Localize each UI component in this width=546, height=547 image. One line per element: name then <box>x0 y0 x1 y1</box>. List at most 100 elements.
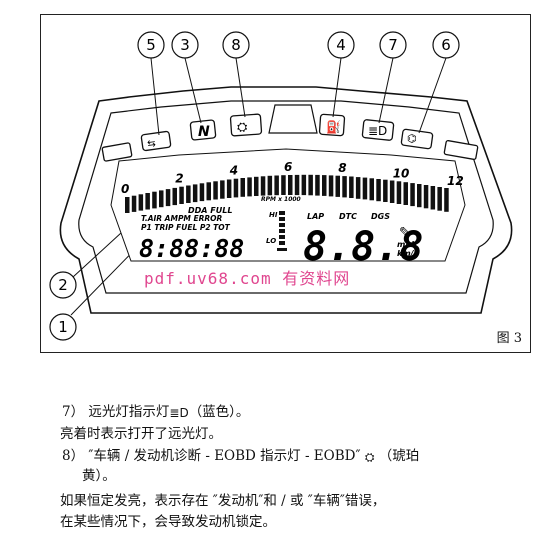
lcd-dda-full: DDA FULL <box>188 206 232 215</box>
item-8-prefix: 8） ″车辆 / 发动机诊断 - EOBD 指示灯 - EOBD″ <box>62 448 361 464</box>
item-7-prefix: 7） 远光灯指示灯 <box>62 404 170 420</box>
lcd-modes-row: T.AIR AMPM ERROR <box>141 214 223 223</box>
tach-segment <box>369 178 374 201</box>
rpm-label: RPM x 1000 <box>261 196 301 203</box>
item-8-suffix: （琥珀 <box>378 448 420 464</box>
item-8-line: 8） ″车辆 / 发动机诊断 - EOBD 指示灯 - EOBD″ ⛭ （琥珀 <box>62 446 419 467</box>
tach-segment <box>322 175 327 196</box>
gear-neutral-indicator: N <box>198 124 210 140</box>
lcd-panel <box>110 148 466 262</box>
item-7-line: 7） 远光灯指示灯≣D（蓝色）。 <box>62 402 249 423</box>
tach-segment <box>192 184 198 203</box>
tach-segment <box>267 175 273 196</box>
tach-segment <box>389 180 395 203</box>
lcd-lap: LAP <box>307 212 324 221</box>
tach-segment <box>396 181 402 204</box>
tach-segment <box>423 185 429 209</box>
lcd-dgs: DGS <box>371 212 390 221</box>
engine-check-icon: ⛭ <box>237 120 248 135</box>
temperature-bar <box>277 211 287 251</box>
callout-5: 5 <box>146 36 156 54</box>
tach-segment <box>138 194 144 211</box>
tach-segment <box>159 190 164 208</box>
dashboard-illustration: ⇆ N ⛭ ⛽ ≣D ⌬ 5 3 <box>49 31 513 341</box>
tach-segment <box>410 183 415 207</box>
tach-segment <box>376 179 381 202</box>
tach-segment <box>281 175 286 195</box>
tach-segment <box>213 181 218 200</box>
tach-segment <box>247 177 252 197</box>
tach-segment <box>294 174 300 196</box>
tach-segment <box>131 195 137 212</box>
wrench-icon: ✎ <box>399 225 411 241</box>
tach-segment <box>274 175 279 196</box>
tach-segment <box>349 176 354 198</box>
tach-segment <box>403 182 408 205</box>
high-beam-icon: ≣D <box>368 124 387 138</box>
callout-circles <box>49 31 460 341</box>
tach-segment <box>288 175 293 195</box>
tach-number: 2 <box>175 172 183 186</box>
item-7-description: 亮着时表示打开了远光灯。 <box>60 426 222 442</box>
tach-number: 10 <box>393 166 410 180</box>
item-7-suffix: （蓝色）。 <box>188 404 250 420</box>
tach-segment <box>240 178 245 197</box>
lcd-left-digits: 8:88:88 <box>139 234 244 263</box>
tach-segment <box>301 174 307 196</box>
indicator-windows <box>101 113 479 162</box>
tach-segment <box>335 175 340 197</box>
fuel-pump-icon: ⛽ <box>326 120 341 134</box>
tach-segment <box>383 179 388 202</box>
figure-label: 图 3 <box>496 331 522 346</box>
tach-segment <box>199 183 205 202</box>
lcd-speed-digits: 8.8.8 <box>303 224 423 270</box>
tach-segment <box>437 187 442 211</box>
dashboard-figure: ⇆ N ⛭ ⛽ ≣D ⌬ 5 3 <box>40 14 531 353</box>
tach-segment <box>417 184 422 208</box>
lcd-trip-row: P1 TRIP FUEL P2 TOT <box>141 223 231 232</box>
tach-segment <box>308 174 313 196</box>
callout-7: 7 <box>388 36 398 54</box>
tach-segment <box>206 182 211 201</box>
tach-segment <box>172 187 177 206</box>
tach-number: 12 <box>447 174 464 188</box>
callout-3: 3 <box>180 36 190 54</box>
callout-6: 6 <box>441 36 451 54</box>
item-8-continued: 黄）。 <box>82 468 116 484</box>
lcd-lo: LO <box>266 237 276 245</box>
lcd-hi: HI <box>269 211 278 219</box>
engine-inline-icon: ⛭ <box>364 449 375 464</box>
tach-segment <box>430 186 436 210</box>
callout-8: 8 <box>231 36 241 54</box>
lcd-kmh: km/h <box>397 249 420 258</box>
tach-segment <box>260 176 266 196</box>
tach-segment <box>220 180 225 199</box>
tach-number: 0 <box>121 182 129 196</box>
item-8-description-1: 如果恒定发亮，表示存在 ″发动机″和 / 或 ″车辆″错误， <box>60 493 386 509</box>
callout-2: 2 <box>58 276 68 294</box>
tach-segment <box>328 175 334 197</box>
tach-segment <box>362 177 368 200</box>
lcd-dtc: DTC <box>339 212 357 221</box>
tach-segment <box>165 189 171 207</box>
tach-segment <box>342 176 347 198</box>
tach-segment <box>125 197 130 213</box>
lcd-mph: mph <box>397 240 417 249</box>
turn-signal-icon: ⇆ <box>147 138 157 150</box>
high-beam-inline-icon: ≣D <box>169 405 189 420</box>
callout-1: 1 <box>58 318 68 336</box>
tach-segment <box>145 193 150 210</box>
tach-number: 6 <box>284 160 292 174</box>
watermark-text: pdf.uv68.com 有资料网 <box>144 269 351 288</box>
callout-4: 4 <box>336 36 346 54</box>
tach-segment <box>226 179 232 198</box>
item-8-description-2: 在某些情况下，会导致发动机锁定。 <box>60 514 276 530</box>
tach-segment <box>254 176 259 196</box>
tach-segment <box>179 186 184 204</box>
tach-segment <box>152 191 157 209</box>
tach-number: 8 <box>338 161 346 175</box>
tach-segment <box>444 188 449 212</box>
tach-segment <box>233 178 239 198</box>
tach-segment <box>355 177 361 199</box>
tach-number: 4 <box>229 164 238 178</box>
